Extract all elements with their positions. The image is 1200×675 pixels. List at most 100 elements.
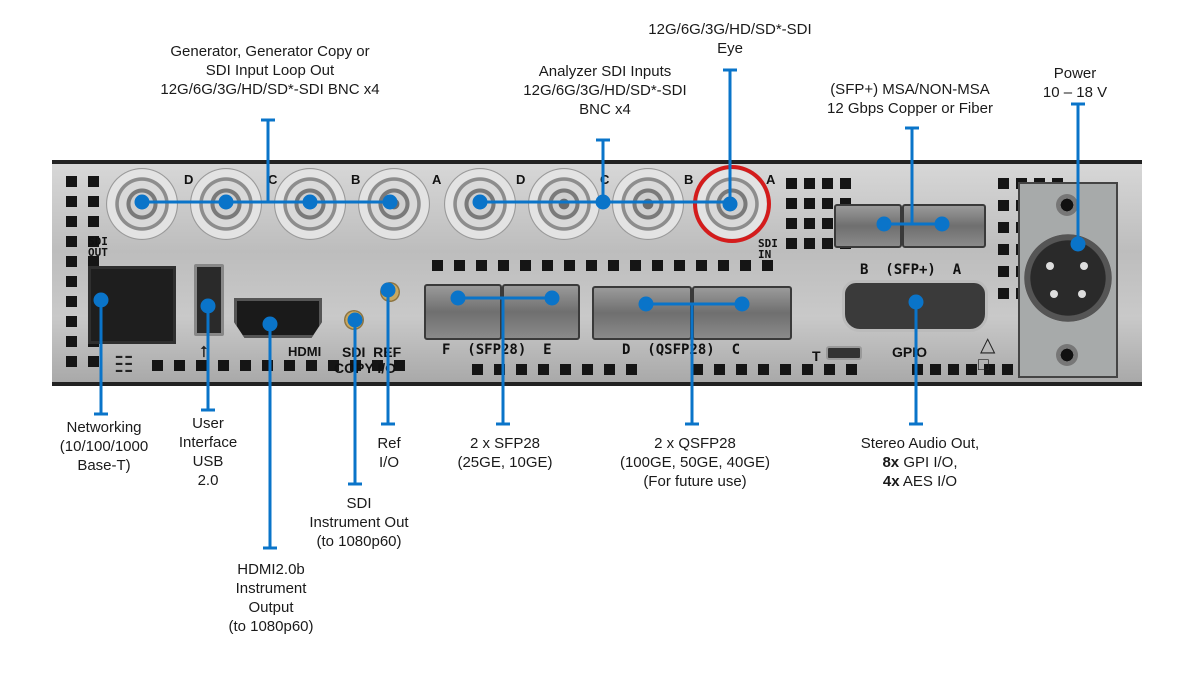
vent-hole: [284, 360, 295, 371]
vent-hole: [66, 276, 77, 287]
vent-hole: [498, 260, 509, 271]
vent-hole: [520, 260, 531, 271]
vent-hole: [218, 360, 229, 371]
qsfp28-dot: [734, 296, 750, 312]
vent-hole: [998, 288, 1009, 299]
vent-hole: [66, 296, 77, 307]
vent-hole: [538, 364, 549, 375]
hdmi-port: [234, 298, 322, 338]
vent-hole: [822, 198, 833, 209]
vent-hole: [66, 216, 77, 227]
vent-hole: [626, 364, 637, 375]
generator-dot: [302, 194, 318, 210]
sfp28-dot: [450, 290, 466, 306]
vent-hole: [998, 200, 1009, 211]
vent-hole: [840, 198, 851, 209]
vent-hole: [786, 178, 797, 189]
analyzer-bnc-c: [528, 168, 600, 240]
vent-hole: [88, 176, 99, 187]
vent-hole: [196, 360, 207, 371]
vent-hole: [846, 364, 857, 375]
generator-dot: [134, 194, 150, 210]
power-xlr-socket: [1024, 234, 1112, 322]
vent-hole: [174, 360, 185, 371]
vent-hole: [998, 222, 1009, 233]
sdi-out-label: SDI OUT: [88, 235, 108, 259]
bnc-letter-a1: A: [432, 172, 442, 187]
vent-hole: [88, 236, 99, 247]
hdmi-dot: [262, 316, 278, 332]
vent-hole: [948, 364, 959, 375]
vent-hole: [516, 364, 527, 375]
vent-hole: [998, 178, 1009, 189]
vent-hole: [696, 260, 707, 271]
vent-hole: [66, 316, 77, 327]
vent-hole: [394, 360, 405, 371]
usb-icon: ⭡: [200, 344, 208, 361]
sfp-plus-port-label: B (SFP+) A: [860, 262, 962, 278]
network-icon: ☷: [114, 352, 134, 377]
vent-hole: [786, 198, 797, 209]
vent-hole: [564, 260, 575, 271]
vent-hole: [328, 360, 339, 371]
vent-hole: [88, 196, 99, 207]
gpio-label: GPIO: [892, 344, 928, 360]
usb-label: User Interface USB 2.0: [178, 415, 238, 489]
vent-hole: [560, 364, 571, 375]
vent-hole: [608, 260, 619, 271]
vent-hole: [966, 364, 977, 375]
sfp28-label: 2 x SFP28 (25GE, 10GE): [457, 435, 553, 471]
analyzer-bnc-b: [612, 168, 684, 240]
vent-hole: [582, 364, 593, 375]
sdi-in-label: SDI IN: [758, 237, 778, 261]
power-pin: [1080, 262, 1088, 270]
generator-label: Generator, Generator Copy or SDI Input L…: [160, 43, 380, 98]
warning-triangle-icon: △: [980, 334, 996, 356]
vent-hole: [822, 238, 833, 249]
t-label: T: [812, 348, 821, 364]
vent-hole: [476, 260, 487, 271]
vent-hole: [88, 216, 99, 227]
qsfp28-cage-d: [592, 286, 692, 340]
sdi-out-dot: [347, 312, 363, 328]
vent-hole: [472, 364, 483, 375]
vent-hole: [240, 360, 251, 371]
vent-hole: [998, 266, 1009, 277]
ref-dot: [380, 282, 396, 298]
vent-hole: [740, 260, 751, 271]
generator-dot: [218, 194, 234, 210]
aes-text: AES I/O: [899, 473, 958, 490]
power-xlr-plate: [1018, 182, 1118, 378]
vent-hole: [652, 260, 663, 271]
vent-hole: [66, 256, 77, 267]
bnc-letter-d2: D: [516, 172, 526, 187]
vent-hole: [432, 260, 443, 271]
analyzer-label: Analyzer SDI Inputs 12G/6G/3G/HD/SD*-SDI…: [523, 63, 687, 118]
bnc-letter-b2: B: [684, 172, 694, 187]
sfp-msa-dot: [934, 216, 950, 232]
gpi-count: 8x: [882, 454, 900, 471]
hdmi-panel-label: HDMI: [288, 344, 322, 359]
vent-hole: [822, 218, 833, 229]
vent-hole: [984, 364, 995, 375]
vent-hole: [786, 218, 797, 229]
vent-hole: [1002, 364, 1013, 375]
vent-hole: [822, 178, 833, 189]
vent-hole: [454, 260, 465, 271]
vent-hole: [786, 238, 797, 249]
vent-hole: [692, 364, 703, 375]
vent-hole: [804, 238, 815, 249]
vent-hole: [804, 178, 815, 189]
vent-hole: [840, 178, 851, 189]
sfp28-dot: [544, 290, 560, 306]
vent-hole: [630, 260, 641, 271]
networking-label: Networking (10/100/1000 Base-T): [59, 419, 149, 474]
power-label: Power 10 – 18 V: [1042, 65, 1108, 101]
qsfp28-dot: [638, 296, 654, 312]
audio-line-1: Stereo Audio Out,: [860, 435, 980, 452]
vent-hole: [804, 218, 815, 229]
vent-hole: [802, 364, 813, 375]
vent-hole: [762, 260, 773, 271]
vent-hole: [714, 364, 725, 375]
